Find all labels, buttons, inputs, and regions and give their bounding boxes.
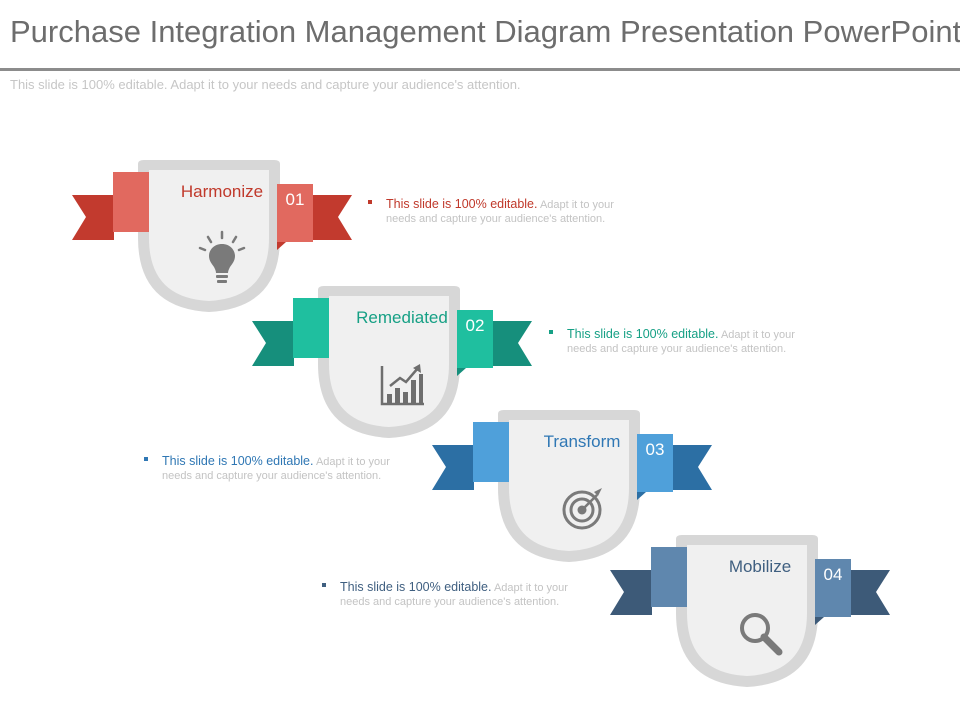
- step-number: 04: [823, 565, 843, 584]
- step-number: 03: [645, 440, 665, 459]
- step-label: Transform: [543, 432, 621, 451]
- bullet-marker: [144, 457, 148, 461]
- title-divider: [0, 68, 960, 71]
- magnifier-icon: [732, 605, 788, 661]
- note-lead: This slide is 100% editable.: [567, 327, 719, 341]
- note-text: Adapt it to your needs and capture your …: [567, 329, 795, 355]
- step-label: Harmonize: [180, 182, 264, 201]
- lightbulb-icon: [194, 230, 250, 286]
- growth-chart-icon: [374, 356, 430, 412]
- note-lead: This slide is 100% editable.: [340, 580, 492, 594]
- step-label: Remediated: [356, 308, 448, 327]
- step-4: Mobilize 04: [610, 535, 910, 687]
- step-badge: [432, 410, 712, 562]
- note-lead: This slide is 100% editable.: [162, 454, 314, 468]
- note-lead: This slide is 100% editable.: [386, 197, 538, 211]
- step-number: 02: [465, 316, 485, 335]
- slide-subtitle: This slide is 100% editable. Adapt it to…: [10, 77, 521, 92]
- step-note: This slide is 100% editable. Adapt it to…: [549, 327, 819, 356]
- note-text: Adapt it to your needs and capture your …: [162, 456, 390, 482]
- step-2: Remediated 02: [252, 286, 552, 438]
- bullet-marker: [368, 200, 372, 204]
- bullet-marker: [549, 330, 553, 334]
- bullet-marker: [322, 583, 326, 587]
- note-text: Adapt it to your needs and capture your …: [340, 582, 568, 608]
- target-icon: [554, 480, 610, 536]
- step-3: Transform 03: [432, 410, 732, 562]
- note-text: Adapt it to your needs and capture your …: [386, 199, 614, 225]
- step-badge: [72, 160, 352, 312]
- step-number: 01: [285, 190, 305, 209]
- step-note: This slide is 100% editable. Adapt it to…: [144, 454, 414, 483]
- step-label: Mobilize: [728, 557, 792, 576]
- step-note: This slide is 100% editable. Adapt it to…: [368, 197, 638, 226]
- step-note: This slide is 100% editable. Adapt it to…: [322, 580, 592, 609]
- step-badge: [610, 535, 890, 687]
- step-1: Harmonize 01: [72, 160, 372, 312]
- slide-title: Purchase Integration Management Diagram …: [10, 14, 960, 49]
